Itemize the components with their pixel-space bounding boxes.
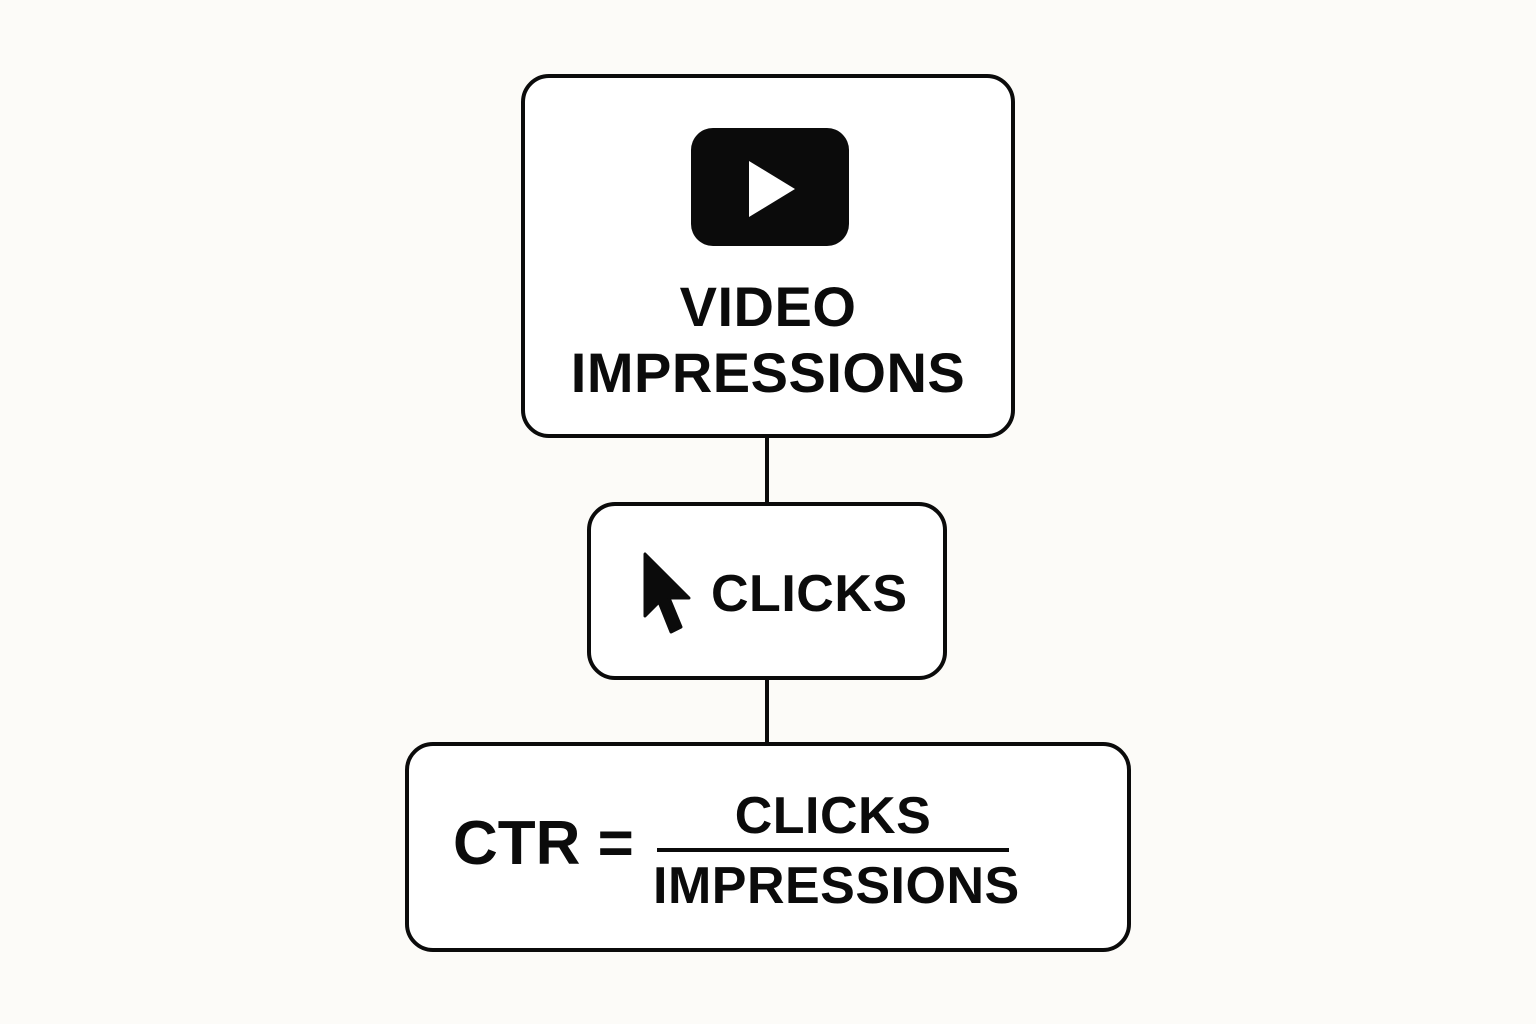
fraction-numerator: CLICKS	[734, 787, 932, 845]
clicks-box: CLICKS	[587, 502, 947, 680]
video-play-icon	[691, 128, 849, 246]
connector-line-bottom	[765, 678, 769, 744]
video-impressions-box: VIDEO IMPRESSIONS	[521, 74, 1015, 438]
ctr-fraction: CLICKS IMPRESSIONS	[653, 786, 1020, 915]
ctr-formula-box: CTR = CLICKS IMPRESSIONS	[405, 742, 1131, 952]
fraction-bar	[657, 848, 1009, 852]
impressions-label: IMPRESSIONS	[570, 341, 966, 404]
fraction-denominator: IMPRESSIONS	[653, 857, 1020, 915]
cursor-arrow-icon	[643, 552, 691, 634]
video-label: VIDEO	[679, 275, 857, 338]
clicks-label: CLICKS	[711, 565, 908, 623]
connector-line-top	[765, 436, 769, 504]
ctr-equals-label: CTR =	[453, 809, 634, 878]
video-impressions-label: VIDEO IMPRESSIONS	[525, 274, 1011, 406]
